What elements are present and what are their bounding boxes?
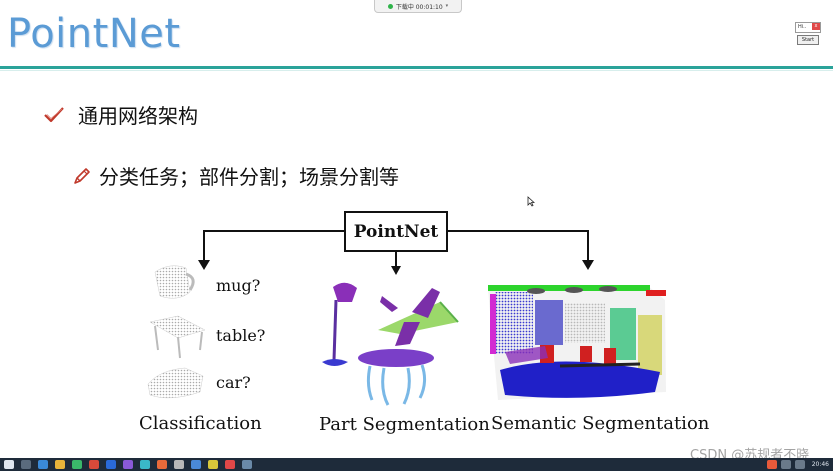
close-icon[interactable]: x: [812, 23, 820, 30]
pencil-icon: [74, 167, 90, 184]
title-divider-shadow: [0, 70, 833, 71]
caption-semantic-segmentation: Semantic Segmentation: [491, 413, 710, 434]
recording-dot-icon: [387, 3, 393, 9]
lamp-point-cloud: [322, 282, 357, 366]
taskbar-icons: [4, 460, 252, 469]
folder-icon[interactable]: [55, 460, 65, 469]
app-icon[interactable]: [191, 460, 201, 469]
app-icon[interactable]: [72, 460, 82, 469]
search-icon[interactable]: [21, 460, 31, 469]
chevron-down-icon: ▾: [445, 3, 449, 9]
table-point-cloud: [149, 315, 206, 359]
app-icon[interactable]: [140, 460, 150, 469]
title-divider: [0, 66, 833, 69]
bullet-2-text: 分类任务；部件分割；场景分割等: [99, 165, 399, 189]
system-tray: 20:46: [766, 460, 829, 469]
car-point-cloud: [147, 367, 204, 399]
mug-point-cloud: [154, 265, 195, 299]
pointnet-block-label: PointNet: [353, 221, 439, 242]
airplane-point-cloud: [378, 288, 459, 346]
table-part-point-cloud: [358, 349, 434, 406]
app-icon[interactable]: [208, 460, 218, 469]
label-table: table?: [216, 326, 266, 345]
widget-start-button[interactable]: Start: [797, 35, 819, 45]
network-icon[interactable]: [794, 460, 805, 469]
browser-icon[interactable]: [106, 460, 116, 469]
label-mug: mug?: [216, 276, 261, 295]
clock[interactable]: 20:46: [811, 461, 829, 468]
tray-icon[interactable]: [766, 460, 777, 469]
app-icon[interactable]: [174, 460, 184, 469]
app-icon[interactable]: [38, 460, 48, 469]
meeting-status-text: 下载中 00:01:10: [395, 3, 443, 11]
app-icon[interactable]: [225, 460, 235, 469]
app-icon[interactable]: [242, 460, 252, 469]
flow-arrows: [203, 230, 589, 268]
caption-part-segmentation: Part Segmentation: [319, 414, 490, 435]
meeting-indicator[interactable]: 下载中 00:01:10 ▾: [374, 0, 462, 13]
app-icon[interactable]: [157, 460, 167, 469]
label-car: car?: [216, 373, 251, 392]
arrow-heads: [198, 260, 594, 275]
bullet-1: 通用网络架构: [44, 100, 198, 129]
start-icon[interactable]: [4, 460, 14, 469]
indoor-scene-point-cloud: [488, 285, 666, 400]
bullet-2: 分类任务；部件分割；场景分割等: [72, 161, 399, 190]
widget-label: Hi..: [795, 22, 821, 33]
checkmark-icon: [44, 106, 64, 122]
app-icon[interactable]: [123, 460, 133, 469]
pointnet-block: PointNet: [344, 211, 448, 252]
tray-icon[interactable]: [780, 460, 791, 469]
slide-title: PointNet: [7, 11, 181, 57]
mouse-cursor-icon: [527, 196, 535, 207]
floating-widget[interactable]: Hi.. x Start: [795, 22, 821, 46]
taskbar: 20:46: [0, 458, 833, 471]
bullet-1-text: 通用网络架构: [78, 104, 198, 128]
caption-classification: Classification: [139, 413, 262, 434]
app-icon[interactable]: [89, 460, 99, 469]
